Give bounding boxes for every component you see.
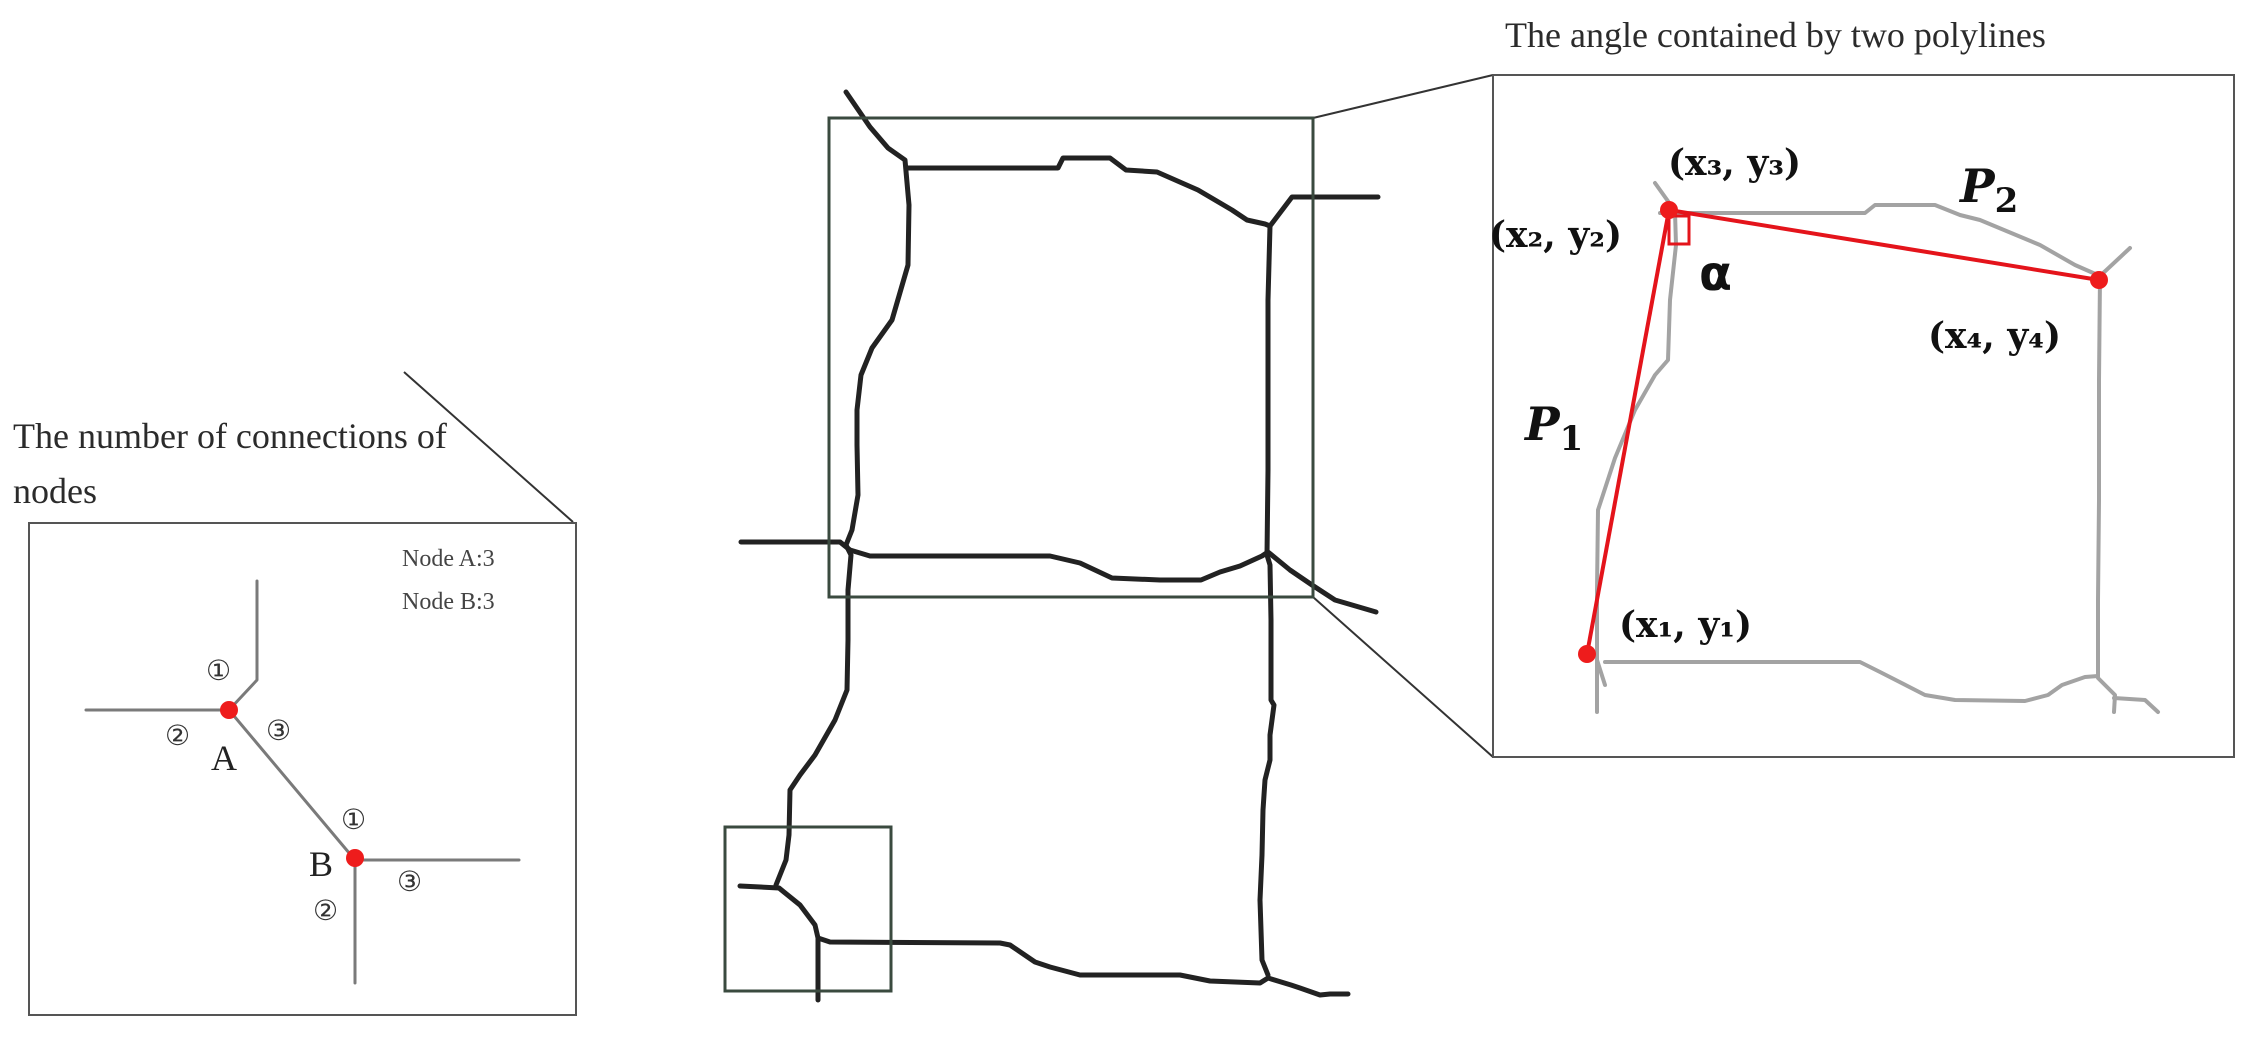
angle-marker [1667,214,1691,246]
point-4-marker [2090,271,2108,289]
coord-x2-y2: (x₂, y₂) [1489,214,1622,256]
point-2-marker [1660,201,1678,219]
p1-label: P1 [1523,397,1583,459]
right-road-bottom-right-end [2112,696,2160,714]
polyline-p2 [1668,208,2100,282]
left-road-top [227,579,259,712]
node-b-connection-2: ② [313,894,338,927]
p1-letter: P [1523,397,1561,451]
road-horizontal-top [903,155,1381,229]
p2-letter: P [1958,159,1996,213]
node-a-label: A [211,738,237,778]
connector-left-top [403,371,574,523]
left-zoom-panel: The number of connections of nodes Node … [13,416,577,1016]
p2-label: P2 [1958,159,2018,221]
p2-subscript: 2 [1995,181,2019,221]
node-b-connection-1: ① [341,803,366,836]
zoom-frame-bottom [723,825,893,993]
road-vertical-right [1257,223,1277,978]
left-panel-frame [28,522,577,1016]
legend-node-b: Node B:3 [402,589,495,615]
zoom-frame-top [827,116,1315,599]
right-road-horizontal-top [1658,203,2132,278]
road-network [737,89,1381,1003]
road-horizontal-bottom [737,883,1351,998]
connector-right-bottom [1312,596,1494,758]
node-b-connection-3: ③ [397,865,422,898]
node-b-marker [346,849,364,867]
node-a-connection-3: ③ [266,714,291,747]
coord-x1-y1: (x₁, y₁) [1619,604,1752,646]
left-road-diagonal [227,708,357,862]
right-zoom-panel: The angle contained by two polylines (x₃… [1489,15,2235,758]
right-road-horizontal-bottom [1603,660,2100,703]
road-horizontal-middle [738,539,1379,615]
polyline-p1 [1585,209,1671,655]
right-panel-title: The angle contained by two polylines [1505,15,2046,55]
road-vertical-left [773,89,912,888]
connector-right-top [1312,74,1494,119]
legend-node-a: Node A:3 [402,546,495,572]
left-panel-title-line1: The number of connections of [13,416,447,456]
p1-subscript: 1 [1560,419,1584,459]
point-1-marker [1578,645,1596,663]
coord-x4-y4: (x₄, y₄) [1928,315,2061,357]
node-a-connection-1: ① [206,654,231,687]
right-panel-frame [1492,74,2235,758]
node-b-label: B [309,844,333,884]
coord-x3-y3: (x₃, y₃) [1668,142,1801,184]
node-a-marker [220,701,238,719]
angle-alpha-label: α [1699,246,1732,302]
node-a-connection-2: ② [165,719,190,752]
right-road-vertical-right [2096,274,2117,714]
left-panel-title-line2: nodes [13,471,97,511]
